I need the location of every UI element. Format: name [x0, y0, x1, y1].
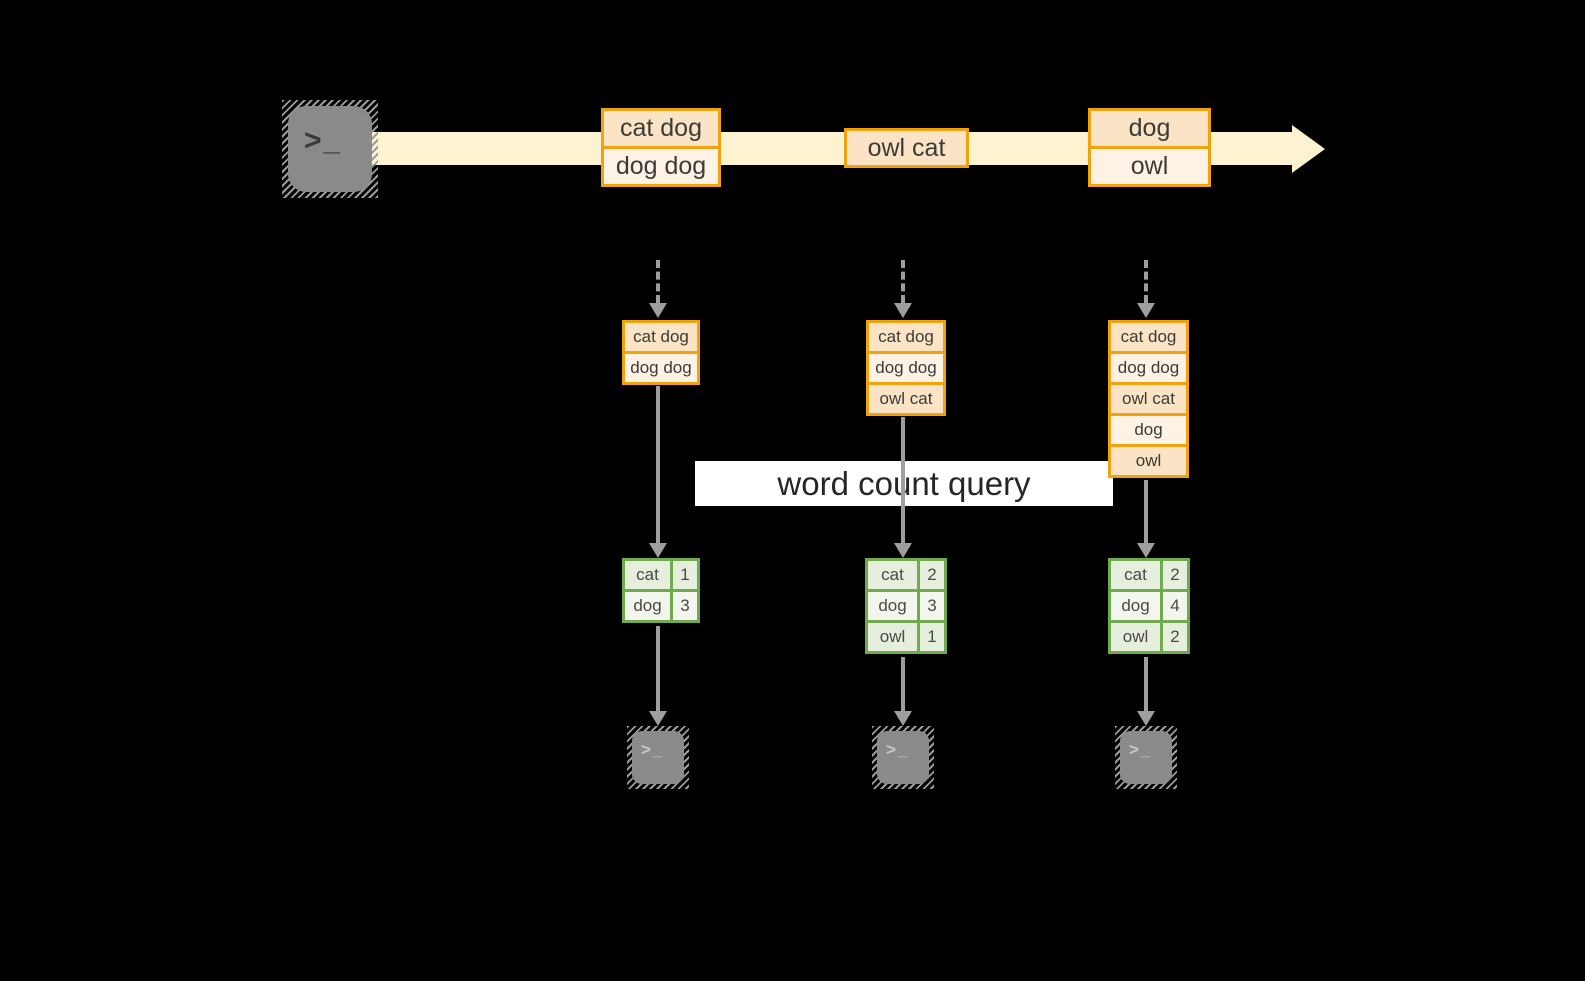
ingest-arrow-col1 — [649, 260, 667, 318]
output-arrow-col3 — [1137, 657, 1155, 726]
query-arrow-col2 — [894, 417, 912, 558]
state-row: owl cat — [869, 385, 943, 413]
ingest-arrow-col2 — [894, 260, 912, 318]
count-word: owl — [1111, 623, 1160, 651]
output-arrow-col1 — [649, 626, 667, 726]
state-row: cat dog — [625, 323, 697, 351]
count-value: 4 — [1163, 592, 1187, 620]
state-row: dog — [1111, 416, 1186, 444]
arrowhead-icon — [894, 543, 912, 558]
producer-terminal-icon: >_ — [282, 100, 378, 198]
consumer-terminal-icon-col3: >_ — [1115, 726, 1177, 789]
count-value: 1 — [920, 623, 944, 651]
arrowhead-icon — [894, 303, 912, 318]
terminal-screen: >_ — [1120, 731, 1172, 784]
state-row: cat dog — [869, 323, 943, 351]
count-word: cat — [625, 561, 670, 589]
arrowhead-icon — [649, 543, 667, 558]
count-table-col3: cat 2 dog 4 owl 2 — [1108, 558, 1190, 654]
count-word: owl — [868, 623, 917, 651]
output-arrow-col2 — [894, 657, 912, 726]
arrowhead-icon — [1137, 303, 1155, 318]
count-word: cat — [868, 561, 917, 589]
stream-event-line: dog dog — [604, 149, 718, 184]
arrowhead-icon — [649, 303, 667, 318]
terminal-prompt-glyph: >_ — [1129, 740, 1153, 759]
arrowhead-icon — [894, 711, 912, 726]
terminal-screen: >_ — [288, 106, 372, 192]
arrowhead-icon — [1137, 711, 1155, 726]
terminal-prompt-glyph: >_ — [304, 124, 343, 157]
count-word: dog — [868, 592, 917, 620]
count-value: 3 — [920, 592, 944, 620]
ingest-arrow-col3 — [1137, 260, 1155, 318]
terminal-prompt-glyph: >_ — [886, 740, 910, 759]
consumer-terminal-icon-col2: >_ — [872, 726, 934, 789]
state-row: dog dog — [869, 354, 943, 382]
state-stack-col1: cat dog dog dog — [622, 320, 700, 385]
query-arrow-col1 — [649, 386, 667, 558]
stream-event-batch-3: dog owl — [1088, 108, 1211, 187]
count-table-col2: cat 2 dog 3 owl 1 — [865, 558, 947, 654]
stream-event-batch-2: owl cat — [844, 128, 969, 168]
terminal-screen: >_ — [632, 731, 684, 784]
state-row: cat dog — [1111, 323, 1186, 351]
stream-event-batch-1: cat dog dog dog — [601, 108, 721, 187]
terminal-prompt-glyph: >_ — [641, 740, 665, 759]
count-word: dog — [1111, 592, 1160, 620]
state-row: owl cat — [1111, 385, 1186, 413]
arrowhead-icon — [649, 711, 667, 726]
count-value: 3 — [673, 592, 697, 620]
count-value: 1 — [673, 561, 697, 589]
stream-event-line: cat dog — [604, 111, 718, 146]
stream-event-line: owl cat — [847, 131, 966, 165]
count-table-col1: cat 1 dog 3 — [622, 558, 700, 623]
count-value: 2 — [1163, 561, 1187, 589]
state-row: dog dog — [1111, 354, 1186, 382]
stream-event-line: owl — [1091, 149, 1208, 184]
state-stack-col2: cat dog dog dog owl cat — [866, 320, 946, 416]
count-value: 2 — [1163, 623, 1187, 651]
arrowhead-icon — [1137, 543, 1155, 558]
stream-event-line: dog — [1091, 111, 1208, 146]
query-arrow-col3 — [1137, 480, 1155, 558]
stream-timeline-arrowhead-icon — [1292, 125, 1325, 173]
count-word: dog — [625, 592, 670, 620]
state-stack-col3: cat dog dog dog owl cat dog owl — [1108, 320, 1189, 478]
state-row: dog dog — [625, 354, 697, 382]
terminal-screen: >_ — [877, 731, 929, 784]
consumer-terminal-icon-col1: >_ — [627, 726, 689, 789]
count-word: cat — [1111, 561, 1160, 589]
state-row: owl — [1111, 447, 1186, 475]
count-value: 2 — [920, 561, 944, 589]
